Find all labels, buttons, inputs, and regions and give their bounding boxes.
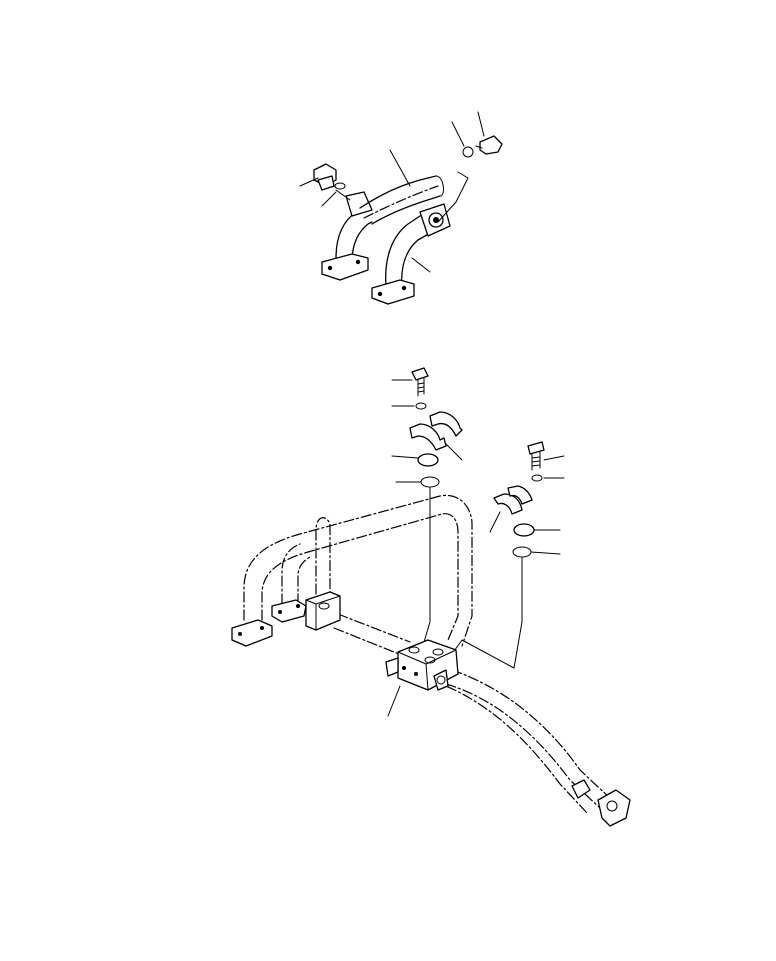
reference-line-left [423,487,431,643]
o-ring-right-large [513,523,535,537]
leader-lines-upper [299,111,485,273]
left-fitting [313,163,351,201]
split-flange-right [489,485,533,533]
left-elbow-pipe [321,191,373,281]
o-ring-left [420,476,440,488]
right-elbow-pipe [371,203,451,305]
upper-pipe-assembly [299,111,503,305]
reference-line [437,171,469,223]
lower-valve-piping-assembly [231,367,631,827]
cross-pipe [359,175,444,225]
valve-block [385,639,459,691]
o-ring-left-large [417,453,439,467]
leader-lines-lower [387,379,565,717]
split-flange-left [409,411,463,461]
end-fittings [571,779,631,827]
bolt-right [527,441,545,482]
manifold-block [305,591,341,631]
o-ring-right [512,546,532,558]
bolt-left [411,367,429,410]
pipe-flanges [231,599,307,647]
phantom-pipes [243,494,613,815]
reference-line-right [451,557,523,669]
right-fitting [462,135,503,158]
